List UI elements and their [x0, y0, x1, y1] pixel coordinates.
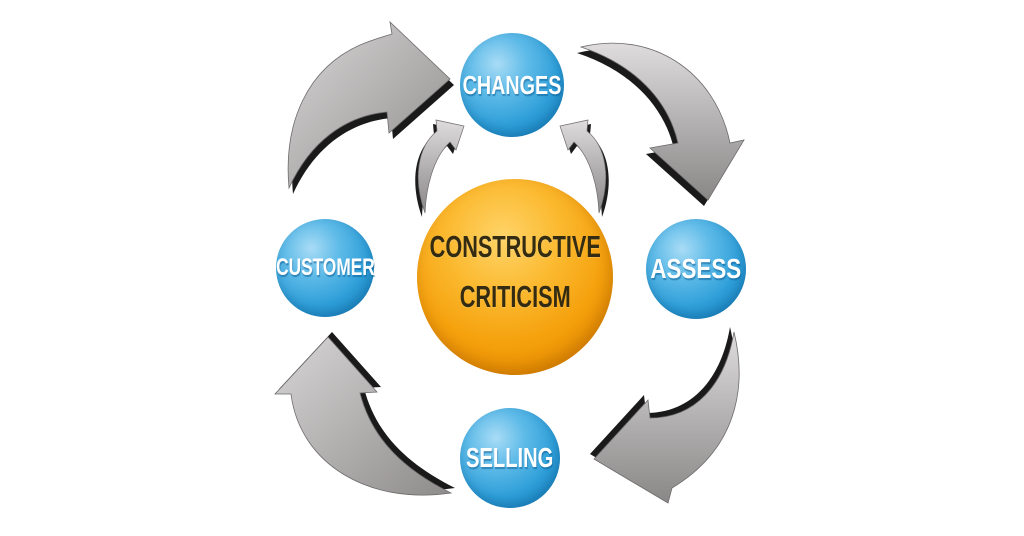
node-customer-label: CUSTOMER	[275, 254, 375, 281]
arrow-center-to-changes-left	[415, 119, 465, 217]
node-selling: SELLING	[460, 408, 560, 508]
node-changes-label: CHANGES	[462, 69, 562, 100]
arrow-body	[274, 336, 453, 496]
arrow-body	[593, 331, 740, 504]
node-assess: ASSESS	[646, 219, 746, 319]
arrow-center-to-changes-right	[559, 119, 609, 217]
node-changes: CHANGES	[460, 33, 564, 137]
arrow-body	[417, 119, 465, 214]
center-label-line2: CRITICISM	[459, 279, 571, 314]
arrow-body	[579, 42, 745, 201]
arrow-body	[287, 20, 451, 190]
node-customer: CUSTOMER	[276, 219, 374, 317]
arrow-assess-to-selling	[590, 327, 740, 504]
center-label-line1: CONSTRUCTIVE	[429, 229, 601, 264]
node-selling-label: SELLING	[466, 442, 554, 473]
center-label: CONSTRUCTIVE CRITICISM	[393, 222, 638, 322]
arrow-body	[559, 119, 607, 214]
arrow-changes-to-assess	[577, 42, 745, 207]
node-constructive-criticism: CONSTRUCTIVE CRITICISM	[417, 179, 613, 375]
arrow-selling-to-customer	[274, 332, 455, 496]
node-assess-label: ASSESS	[650, 253, 742, 284]
arrow-customer-to-changes	[287, 20, 454, 194]
